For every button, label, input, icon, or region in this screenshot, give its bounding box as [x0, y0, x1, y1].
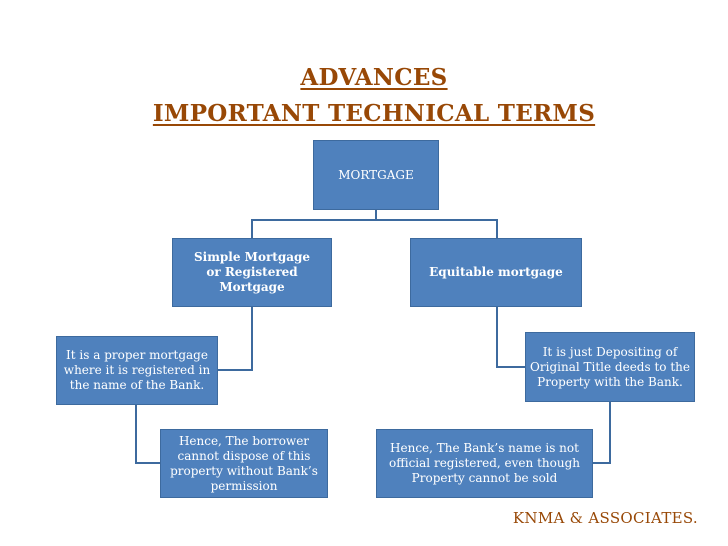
connector-mortgage-children	[251, 210, 498, 238]
title-line-1: ADVANCES	[300, 64, 448, 91]
footer-firm-name: KNMA & ASSOCIATES.	[512, 509, 698, 527]
node-bank-name-not-registered: Hence, The Bank’s name is not official r…	[376, 429, 593, 498]
node-equitable-mortgage: Equitable mortgage	[410, 238, 582, 307]
node-proper-mortgage: It is a proper mortgage where it is regi…	[56, 336, 218, 405]
connector-simple-proper	[218, 307, 253, 371]
node-simple-mortgage: Simple Mortgage or Registered Mortgage	[172, 238, 332, 307]
connector-proper-borrower	[135, 405, 160, 464]
node-mortgage: MORTGAGE	[313, 140, 439, 210]
connector-equitable-depositing	[496, 307, 525, 368]
title-line-2: IMPORTANT TECHNICAL TERMS	[152, 100, 596, 127]
node-depositing-title-deeds: It is just Depositing of Original Title …	[525, 332, 695, 402]
connector-depositing-bankname	[593, 402, 611, 464]
node-borrower-cannot-dispose: Hence, The borrower cannot dispose of th…	[160, 429, 328, 498]
